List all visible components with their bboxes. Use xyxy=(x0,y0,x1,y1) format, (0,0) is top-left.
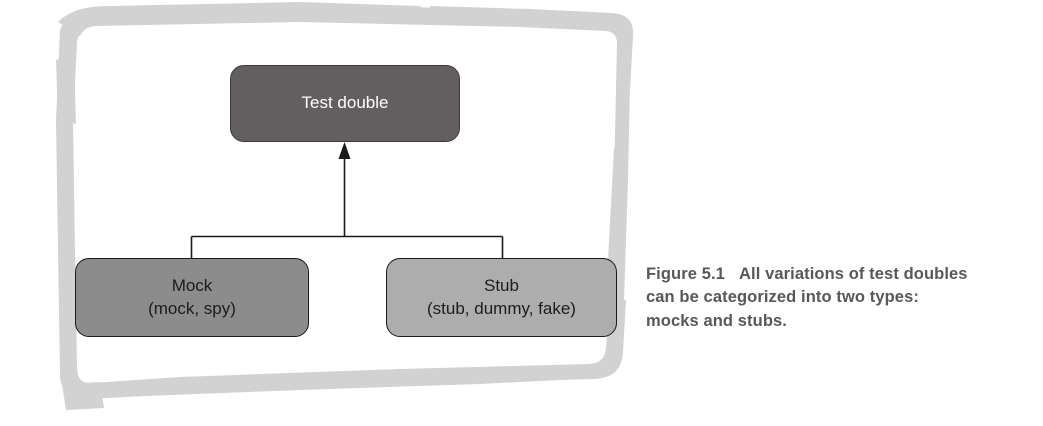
inheritance-arrowhead xyxy=(338,142,351,159)
figure-caption-label: Figure 5.1 xyxy=(646,265,725,283)
node-mock-title: Mock xyxy=(171,276,213,296)
node-stub[interactable]: Stub (stub, dummy, fake) xyxy=(386,258,617,337)
node-test-double-title: Test double xyxy=(301,93,389,113)
node-stub-title: Stub xyxy=(484,276,519,296)
node-mock[interactable]: Mock (mock, spy) xyxy=(75,258,309,337)
node-stub-subtitle: (stub, dummy, fake) xyxy=(427,298,576,318)
figure-caption-text: All variations of test doubles can be ca… xyxy=(646,265,968,330)
node-mock-subtitle: (mock, spy) xyxy=(148,298,236,318)
node-test-double[interactable]: Test double xyxy=(230,65,460,142)
